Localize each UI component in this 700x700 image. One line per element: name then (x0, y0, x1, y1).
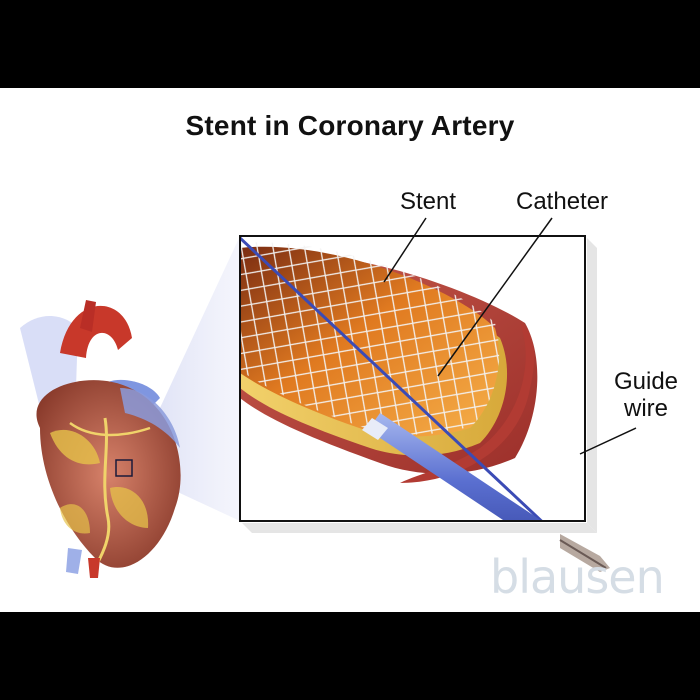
coronary-vessel (94, 417, 111, 567)
stent-leader (383, 217, 427, 283)
inferior-vena-cava (66, 548, 82, 574)
diagram-title: Stent in Coronary Artery (185, 110, 515, 141)
label-guide-wire: Guide wire (613, 368, 679, 422)
fat-deposit (50, 429, 100, 465)
fat-deposit (60, 504, 90, 534)
guide-wire-leader (579, 427, 637, 455)
inset-shadow-side (587, 238, 597, 533)
stent-mesh (240, 242, 500, 435)
guide-wire (240, 236, 544, 521)
artery-cut-face (400, 323, 535, 483)
watermark-logo: blausen (490, 550, 665, 604)
descending-aorta (88, 558, 100, 578)
zoom-marker (115, 459, 133, 477)
label-stent: Stent (400, 188, 457, 215)
coronary-vessel (69, 421, 151, 437)
inset-shadow (242, 523, 597, 533)
catheter-leader (437, 217, 553, 377)
aortic-arch-branch (80, 300, 96, 332)
left-atrium (120, 388, 180, 448)
catheter (368, 413, 542, 521)
heart-illustration (20, 300, 181, 578)
top-letterbox (0, 0, 700, 88)
aorta (60, 305, 132, 358)
bottom-letterbox (0, 612, 700, 700)
fat-deposit (110, 487, 149, 528)
label-catheter: Catheter (516, 188, 609, 215)
inset-artery-cutaway (240, 236, 585, 521)
balloon-marker (362, 418, 388, 440)
illustration-canvas: Stent in Coronary Artery (0, 88, 700, 612)
guide-wire-exit-line (559, 539, 607, 569)
diagram-art (20, 217, 637, 578)
inset-frame (239, 235, 586, 522)
